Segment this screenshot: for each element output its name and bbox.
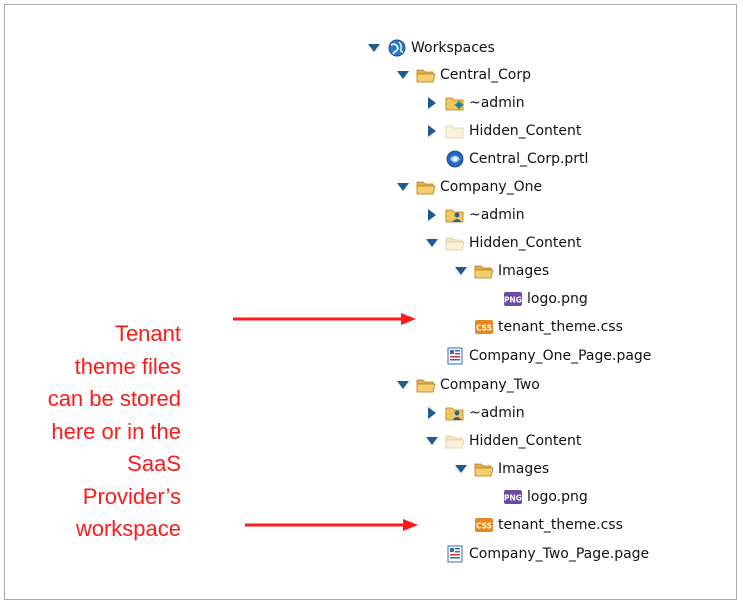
arrow-to-company-one-theme <box>233 313 416 325</box>
tree-node-company-one-page[interactable]: Company_One_Page.page <box>425 345 651 367</box>
admin-folder-icon <box>445 94 465 112</box>
node-label: Company_Two_Page.page <box>469 546 650 562</box>
workspace-tree: Workspaces Central_Corp ~adm <box>5 5 736 599</box>
node-label: Images <box>498 461 550 477</box>
user-folder-icon <box>445 206 465 224</box>
arrow-to-company-two-theme <box>245 519 418 531</box>
globe-icon <box>387 39 407 57</box>
portal-icon <box>445 150 465 168</box>
node-label: ~admin <box>469 207 525 223</box>
tree-node-company-one-admin[interactable]: ~admin <box>425 204 525 226</box>
annotation-line: theme files <box>74 353 181 379</box>
tree-node-central-hidden-content[interactable]: Hidden_Content <box>425 120 581 142</box>
hidden-folder-open-icon <box>445 234 465 252</box>
node-label: logo.png <box>527 291 588 307</box>
hidden-folder-open-icon <box>445 432 465 450</box>
annotation-line: here or in the <box>51 418 181 444</box>
page-file-icon <box>445 347 465 365</box>
folder-open-icon <box>474 460 494 478</box>
expand-toggle-icon[interactable] <box>454 264 468 278</box>
expand-toggle-icon[interactable] <box>425 208 439 222</box>
node-label: Workspaces <box>411 40 495 56</box>
expand-toggle-icon[interactable] <box>425 434 439 448</box>
tree-node-company-two-hidden-content[interactable]: Hidden_Content <box>425 430 581 452</box>
tree-node-company-one-images[interactable]: Images <box>454 260 549 282</box>
screenshot-frame: Workspaces Central_Corp ~adm <box>4 4 737 600</box>
expand-toggle-icon[interactable] <box>425 96 439 110</box>
png-file-icon: PNG <box>503 290 523 308</box>
svg-text:PNG: PNG <box>504 494 522 503</box>
png-file-icon: PNG <box>503 488 523 506</box>
hidden-folder-icon <box>445 122 465 140</box>
tree-node-company-one-logo[interactable]: PNG logo.png <box>483 288 588 310</box>
expand-toggle-icon[interactable] <box>425 406 439 420</box>
node-label: Central_Corp <box>440 67 531 83</box>
expand-toggle-icon[interactable] <box>367 41 381 55</box>
node-label: Hidden_Content <box>469 235 582 251</box>
css-file-icon: CSS <box>474 516 494 534</box>
tree-node-company-two-images[interactable]: Images <box>454 458 549 480</box>
tree-node-central-admin[interactable]: ~admin <box>425 92 525 114</box>
tree-node-company-two-logo[interactable]: PNG logo.png <box>483 486 588 508</box>
folder-open-icon <box>416 178 436 196</box>
tree-node-company-one-hidden-content[interactable]: Hidden_Content <box>425 232 581 254</box>
expand-toggle-icon[interactable] <box>396 180 410 194</box>
svg-text:CSS: CSS <box>476 522 492 531</box>
node-label: tenant_theme.css <box>498 319 623 335</box>
tree-node-workspaces[interactable]: Workspaces <box>367 37 495 59</box>
node-label: tenant_theme.css <box>498 517 623 533</box>
node-label: Company_One <box>440 179 543 195</box>
expand-toggle-icon[interactable] <box>396 68 410 82</box>
node-label: Company_One_Page.page <box>469 348 652 364</box>
tree-node-company-two[interactable]: Company_Two <box>396 374 540 396</box>
expand-toggle-icon[interactable] <box>425 124 439 138</box>
node-label: Hidden_Content <box>469 433 582 449</box>
tree-node-company-two-page[interactable]: Company_Two_Page.page <box>425 543 649 565</box>
expand-toggle-icon[interactable] <box>396 378 410 392</box>
node-label: Company_Two <box>440 377 540 393</box>
page-file-icon <box>445 545 465 563</box>
node-label: ~admin <box>469 95 525 111</box>
tree-node-company-two-admin[interactable]: ~admin <box>425 402 525 424</box>
css-file-icon: CSS <box>474 318 494 336</box>
node-label: logo.png <box>527 489 588 505</box>
annotation-line: can be stored <box>47 386 181 411</box>
annotation-line: SaaS <box>127 451 181 476</box>
node-label: ~admin <box>469 405 525 421</box>
folder-open-icon <box>416 66 436 84</box>
node-label: Images <box>498 263 550 279</box>
tree-node-company-one[interactable]: Company_One <box>396 176 542 198</box>
folder-open-icon <box>474 262 494 280</box>
tree-node-company-two-theme[interactable]: CSS tenant_theme.css <box>454 514 623 536</box>
tree-node-central-portal[interactable]: Central_Corp.prtl <box>425 148 588 170</box>
svg-text:CSS: CSS <box>476 324 492 333</box>
annotation-text: Tenant theme files can be stored here or… <box>5 318 181 546</box>
folder-open-icon <box>416 376 436 394</box>
tree-node-central-corp[interactable]: Central_Corp <box>396 64 531 86</box>
svg-text:PNG: PNG <box>504 296 522 305</box>
user-folder-icon <box>445 404 465 422</box>
annotation-line: Tenant <box>114 321 181 346</box>
expand-toggle-icon[interactable] <box>425 236 439 250</box>
annotation-line: workspace <box>75 516 181 541</box>
expand-toggle-icon[interactable] <box>454 462 468 476</box>
annotation-line: Provider’s <box>82 483 181 509</box>
node-label: Central_Corp.prtl <box>469 151 589 167</box>
node-label: Hidden_Content <box>469 123 582 139</box>
tree-node-company-one-theme[interactable]: CSS tenant_theme.css <box>454 316 623 338</box>
